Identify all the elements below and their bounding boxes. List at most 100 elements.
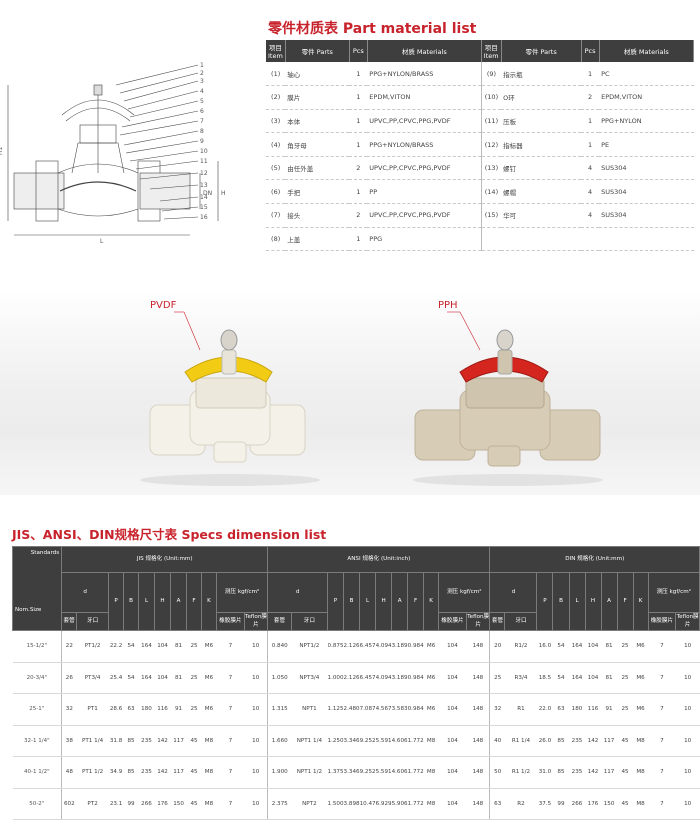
din-value-cell: 91: [601, 693, 618, 726]
callout-label: 7: [200, 118, 204, 125]
jis-value-cell: 7: [216, 756, 245, 789]
dim-dn-label: DN: [203, 190, 212, 197]
part-material: UPVC,PP,CPVC,PPG,PVDF: [367, 203, 482, 228]
callout-label: 14: [200, 194, 208, 201]
din-value-cell: R2: [504, 788, 537, 820]
ansi-value-cell: 1.660: [267, 725, 292, 757]
dim-f-header: F: [616, 572, 634, 631]
din-value-cell: 10: [675, 662, 700, 694]
thread-header: 牙口: [290, 612, 329, 631]
specs-dimension-table: Standards Nom.Size JIS 规格化 (Unit:mm) ANS…: [11, 546, 700, 820]
ansi-value-cell: 1.315: [267, 693, 292, 726]
callout-label: 9: [200, 138, 204, 145]
pvdf-valve-image: [140, 329, 320, 486]
jis-value-cell: M8: [201, 788, 217, 820]
callout-label: 16: [200, 214, 208, 221]
header-item: 项目 Item: [266, 40, 286, 62]
part-pcs: 2: [349, 156, 368, 181]
part-pcs: 4: [581, 203, 600, 228]
nominal-size-cell: 40-1 1/2": [12, 756, 62, 789]
corner-header: Standards Nom.Size: [11, 546, 63, 631]
dim-l-header: L: [568, 572, 586, 631]
item-number: (8): [266, 227, 286, 252]
din-value-cell: 7: [648, 788, 676, 820]
dim-h-header: H: [584, 572, 602, 631]
part-material: SUS304: [599, 203, 694, 228]
dim-h-header: H: [154, 572, 172, 631]
specs-section-title: JIS、ANSI、DIN规格尺寸表 Specs dimension list: [12, 524, 326, 543]
d-column-header: d: [267, 571, 329, 614]
din-value-cell: 85: [552, 756, 569, 789]
jis-value-cell: 7: [216, 630, 245, 663]
ansi-value-cell: 3.898: [343, 788, 360, 820]
part-pcs: 4: [581, 156, 600, 181]
din-value-cell: 25: [617, 662, 634, 694]
jis-value-cell: PT1/2: [76, 630, 109, 663]
parts-title-en: Part material list: [342, 21, 477, 37]
item-number: (2): [266, 85, 286, 110]
jis-value-cell: 85: [123, 725, 139, 757]
dim-l-header: L: [359, 572, 377, 631]
din-value-cell: 25: [617, 630, 634, 663]
specs-title-cn: JIS、ANSI、DIN规格尺寸表: [12, 527, 178, 542]
jis-value-cell: 54: [123, 630, 139, 663]
dim-b-header: B: [343, 572, 361, 631]
test-pressure-header: 测压 kgf/cm²: [647, 571, 700, 614]
ansi-value-cell: 4.094: [375, 662, 392, 694]
pph-label: PPH: [438, 300, 458, 311]
ansi-group-header: ANSI 规格化 (Unit:inch): [267, 546, 491, 573]
item-number: (6): [266, 179, 286, 205]
socket-header: 套管: [489, 612, 506, 631]
ansi-value-cell: NPT1/2: [291, 630, 328, 663]
jis-value-cell: 7: [216, 662, 245, 694]
ansi-value-cell: 2.375: [267, 788, 292, 820]
jis-value-cell: PT1 1/2: [76, 756, 109, 789]
ansi-value-cell: 6.929: [375, 788, 392, 820]
din-value-cell: 85: [552, 725, 569, 757]
jis-value-cell: 22: [61, 630, 77, 663]
jis-value-cell: 34.9: [108, 756, 124, 789]
dim-a-header: A: [391, 572, 409, 631]
callout-label: 6: [200, 108, 204, 115]
jis-value-cell: 266: [138, 788, 155, 820]
din-value-cell: 45: [617, 725, 634, 757]
ansi-value-cell: 1.050: [267, 662, 292, 694]
part-pcs: 1: [581, 132, 600, 157]
ansi-value-cell: NPT3/4: [291, 662, 328, 694]
item-number: (12): [480, 132, 502, 157]
din-value-cell: R3/4: [504, 662, 537, 694]
ansi-value-cell: 1.772: [407, 788, 424, 820]
dim-k-header: K: [201, 572, 217, 631]
part-material: PPG+NYLON: [599, 109, 694, 134]
d-column-header: d: [61, 571, 110, 614]
din-value-cell: 235: [569, 756, 586, 789]
ansi-value-cell: 148: [466, 693, 490, 726]
ansi-value-cell: 5.591: [375, 725, 392, 757]
din-value-cell: M6: [633, 630, 649, 663]
parts-section-title: 零件材质表 Part material list: [268, 18, 476, 38]
dim-p-header: P: [536, 572, 554, 631]
part-material: EPDM,VITON: [367, 85, 482, 110]
ansi-value-cell: 5.591: [375, 756, 392, 789]
header-item: 项目 Item: [481, 40, 502, 62]
part-pcs: [581, 227, 600, 252]
part-pcs: 1: [581, 62, 600, 87]
ansi-value-cell: 2.126: [343, 662, 360, 694]
dim-f-header: F: [407, 572, 425, 631]
part-name: 接头: [285, 203, 350, 228]
jis-value-cell: 81: [170, 662, 187, 694]
jis-value-cell: 25: [186, 662, 202, 694]
teflon-diaphragm-header: Teflon膜片: [465, 612, 491, 631]
jis-value-cell: M8: [201, 725, 217, 757]
jis-value-cell: 25: [186, 630, 202, 663]
din-value-cell: 54: [552, 662, 569, 694]
ansi-value-cell: M8: [423, 725, 439, 757]
jis-value-cell: PT1: [76, 693, 109, 726]
jis-value-cell: 31.8: [108, 725, 124, 757]
